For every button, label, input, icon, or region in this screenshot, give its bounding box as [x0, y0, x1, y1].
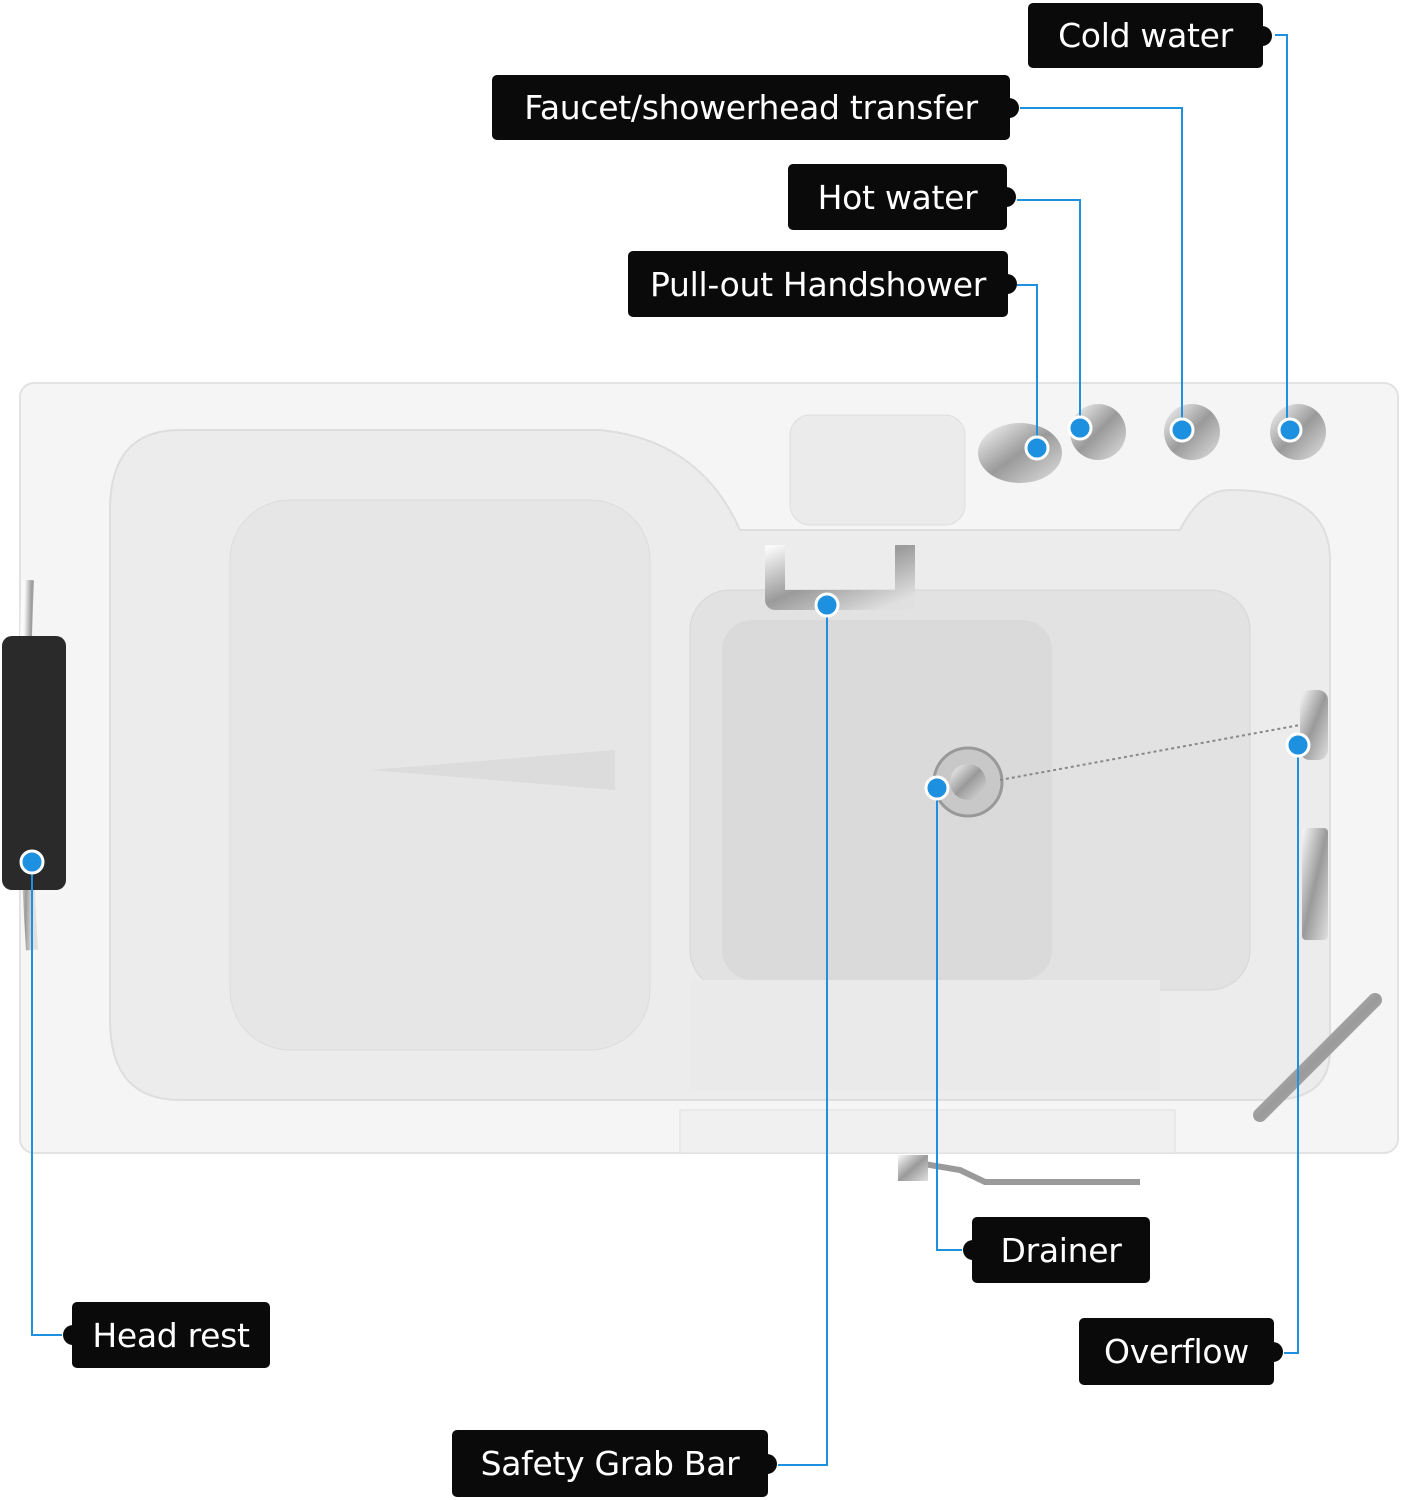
label-head-rest: Head rest — [63, 1302, 270, 1368]
marker-dots — [19, 415, 1311, 875]
label-notch — [997, 274, 1017, 294]
label-notch — [999, 97, 1019, 118]
label-overflow: Overflow — [1079, 1318, 1283, 1385]
head-rest-pad — [2, 579, 66, 951]
label-faucet-transfer: Faucet/showerhead transfer — [492, 75, 1019, 140]
label-text: Overflow — [1104, 1332, 1249, 1371]
label-notch — [1263, 1341, 1283, 1362]
label-drainer: Drainer — [963, 1217, 1150, 1283]
label-notch — [996, 187, 1016, 207]
bathtub — [2, 382, 1399, 1185]
label-hot-water: Hot water — [788, 164, 1016, 230]
leader-lines — [31, 34, 1299, 1466]
label-text: Head rest — [92, 1315, 250, 1355]
label-text: Pull-out Handshower — [650, 264, 986, 304]
label-text: Faucet/showerhead transfer — [524, 88, 978, 127]
label-notch — [63, 1325, 83, 1345]
label-notch — [757, 1453, 777, 1474]
label-notch — [963, 1240, 983, 1260]
label-text: Cold water — [1058, 16, 1233, 55]
label-cold-water: Cold water — [1028, 3, 1272, 68]
label-notch — [1252, 25, 1272, 46]
label-text: Safety Grab Bar — [480, 1444, 740, 1483]
label-text: Drainer — [1000, 1230, 1122, 1270]
label-safety-grab-bar: Safety Grab Bar — [452, 1430, 777, 1497]
label-handshower: Pull-out Handshower — [628, 251, 1017, 317]
label-text: Hot water — [817, 177, 978, 217]
